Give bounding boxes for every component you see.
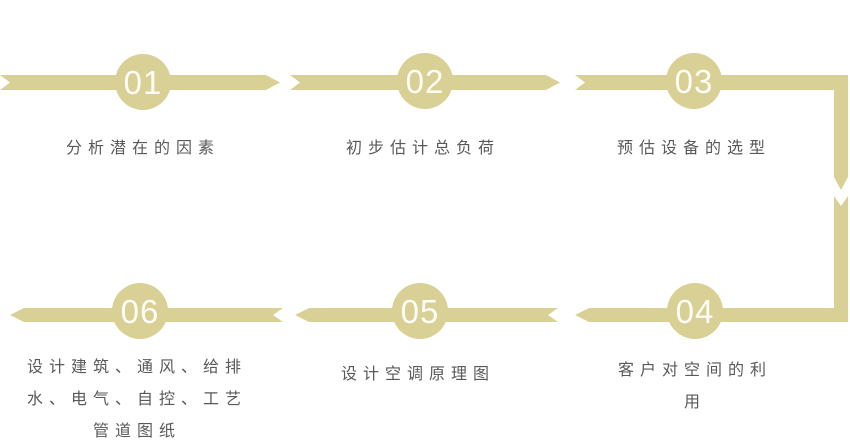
step-label-01: 分析潜在的因素: [65, 140, 220, 157]
step-circle-04: 04: [667, 283, 723, 339]
step-circle-05: 05: [392, 283, 448, 339]
step-label-06: 设计建筑、通风、给排水、电气、自控、工艺管道图纸: [26, 359, 247, 440]
step-label-04: 客户对空间的利用: [617, 362, 772, 411]
step-label-05: 设计空调原理图: [340, 366, 495, 383]
step-circle-01: 01: [115, 54, 171, 110]
step-number-02: 02: [405, 62, 445, 100]
step-label-02: 初步估计总负荷: [345, 140, 500, 157]
arrow-segment-3-elbow-down: [575, 75, 848, 190]
step-number-06: 06: [120, 292, 160, 330]
step-number-01: 01: [123, 63, 163, 101]
step-number-03: 03: [674, 62, 714, 100]
step-label-03: 预估设备的选型: [616, 140, 771, 157]
step-number-04: 04: [675, 292, 715, 330]
arrow-segment-4-elbow-left: [575, 196, 848, 322]
step-circle-03: 03: [666, 53, 722, 109]
step-circle-06: 06: [112, 283, 168, 339]
step-circle-02: 02: [397, 53, 453, 109]
step-number-05: 05: [400, 292, 440, 330]
